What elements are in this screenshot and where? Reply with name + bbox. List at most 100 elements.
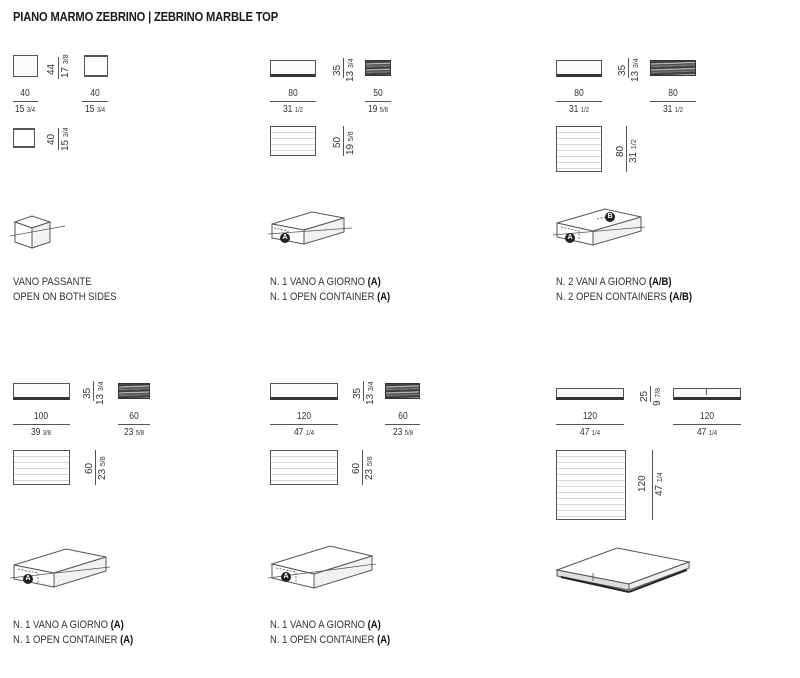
caption-it-tag: (A): [367, 619, 381, 631]
front-width-in-whole: 47: [293, 427, 304, 438]
front-width-cm: 100: [33, 411, 49, 422]
front-width-in-frac: 3/8: [42, 430, 52, 437]
caption-it: N. 1 VANO A GIORNO (A): [13, 618, 124, 633]
front-view: [13, 55, 38, 77]
marker-a: A: [281, 572, 291, 582]
side-width-in-frac: 1/4: [708, 430, 718, 437]
depth-in-whole: 47: [654, 484, 665, 496]
front-width-in: 47 1/4: [286, 427, 322, 440]
side-width-in-whole: 31: [662, 104, 673, 115]
height-in-frac: 3/4: [98, 381, 105, 392]
front-view: [270, 60, 316, 77]
front-width-in-frac: 1/2: [580, 107, 590, 114]
front-width-in-frac: 1/2: [294, 107, 304, 114]
side-width-in-whole: 19: [367, 104, 378, 115]
front-width-in: 31 1/2: [561, 104, 597, 117]
side-view-mark: [706, 389, 707, 395]
side-width-in: 47 1/4: [689, 427, 725, 440]
depth-cm: 60: [84, 462, 95, 474]
side-width-cm: 120: [699, 411, 715, 422]
height-in-whole: 17: [60, 66, 71, 78]
isometric-view: [9, 548, 111, 588]
caption-it-tag: (A/B): [648, 276, 672, 288]
depth-in: 47 1/4: [654, 472, 666, 496]
marker-a: A: [23, 574, 33, 584]
height-in-frac: 7/8: [655, 387, 662, 398]
side-width-cm: 60: [398, 411, 408, 422]
depth-in-frac: 3/4: [63, 127, 70, 138]
depth-cm: 120: [637, 475, 648, 492]
side-width-in-frac: 1/2: [674, 107, 684, 114]
depth-in-frac: 5/8: [348, 131, 355, 142]
depth-in: 23 5/8: [97, 456, 109, 480]
height-in-whole: 13: [630, 70, 641, 82]
caption-it: N. 1 VANO A GIORNO (A): [270, 275, 381, 290]
isometric-view: [267, 545, 377, 589]
caption-en-text: N. 1 OPEN CONTAINER: [270, 291, 375, 303]
top-view: [556, 126, 602, 172]
side-width-in-frac: 5/8: [404, 430, 414, 437]
width-dim-line: [556, 101, 602, 102]
front-width-cm: 120: [296, 411, 312, 422]
depth-in-whole: 15: [60, 139, 71, 151]
side-width-cm: 40: [90, 88, 100, 99]
width-dim-line: [270, 424, 338, 425]
front-view: [556, 60, 602, 77]
isometric-view: [555, 547, 691, 593]
top-view: [270, 126, 316, 156]
side-dim-line: [650, 101, 696, 102]
height-in: 13 3/4: [630, 58, 642, 82]
caption-en-tag: (A/B): [669, 291, 692, 303]
height-cm: 44: [46, 63, 57, 75]
caption-en: N. 1 OPEN CONTAINER (A): [270, 290, 390, 305]
width-dim-line: [556, 424, 624, 425]
depth-dim-line: [58, 128, 59, 150]
height-in-whole: 13: [95, 393, 106, 405]
page-title: PIANO MARMO ZEBRINO | ZEBRINO MARBLE TOP: [13, 9, 278, 24]
top-view: [13, 450, 70, 485]
height-in-frac: 3/4: [368, 381, 375, 392]
side-width-in-frac: 5/8: [379, 107, 389, 114]
width-dim-line: [270, 101, 316, 102]
depth-in: 15 3/4: [60, 127, 72, 151]
front-width-in-whole: 47: [579, 427, 590, 438]
side-width-in: 31 1/2: [655, 104, 691, 117]
side-width-in-frac: 3/4: [96, 107, 106, 114]
marker-b: B: [605, 212, 615, 222]
width-dim-line: [13, 424, 70, 425]
height-in: 13 3/4: [345, 58, 357, 82]
front-view: [270, 383, 338, 400]
height-dim-line: [93, 381, 94, 401]
depth-in-whole: 31: [628, 151, 639, 163]
caption-en-tag: (A): [120, 634, 134, 646]
caption-en: N. 1 OPEN CONTAINER (A): [13, 633, 133, 648]
side-view: [385, 383, 420, 399]
side-width-cm: 60: [129, 411, 139, 422]
height-dim-line: [363, 381, 364, 401]
marker-a: A: [280, 233, 290, 243]
caption-en: OPEN ON BOTH SIDES: [13, 291, 117, 303]
front-width-in-frac: 3/4: [26, 107, 36, 114]
height-in-whole: 13: [365, 393, 376, 405]
side-view: [650, 60, 696, 76]
front-width-cm: 120: [582, 411, 598, 422]
depth-dim-line: [652, 450, 653, 520]
caption-it-tag: (A): [367, 276, 381, 288]
height-cm: 35: [617, 64, 628, 76]
height-in-whole: 13: [345, 70, 356, 82]
height-in-frac: 3/4: [348, 58, 355, 69]
side-width-in-whole: 23: [392, 427, 403, 438]
side-width-in-whole: 15: [84, 104, 95, 115]
depth-in: 31 1/2: [628, 139, 640, 163]
side-width-cm: 50: [373, 88, 383, 99]
height-in: 13 3/4: [95, 381, 107, 405]
caption-it: N. 2 VANI A GIORNO (A/B): [556, 275, 671, 290]
front-width-in-whole: 39: [30, 427, 41, 438]
side-view: [673, 388, 741, 400]
side-dim-line: [365, 101, 391, 102]
depth-in-whole: 23: [97, 468, 108, 480]
side-dim-line: [118, 424, 150, 425]
depth-dim-line: [95, 450, 96, 485]
height-in: 9 7/8: [652, 388, 664, 406]
isometric-view: [9, 215, 66, 249]
